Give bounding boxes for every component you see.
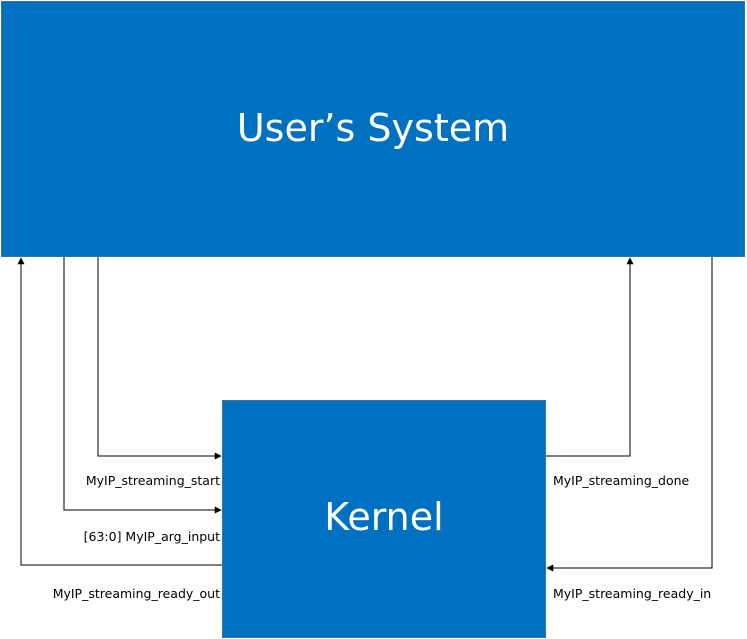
- users-system-label: User’s System: [236, 105, 510, 150]
- signal-label-streaming-done: MyIP_streaming_done: [553, 473, 690, 488]
- users-system-block: User’s System: [1, 1, 745, 257]
- wire-streaming-done: [546, 257, 634, 457]
- signal-label-streaming-ready-out: MyIP_streaming_ready_out: [52, 586, 220, 601]
- signal-label-streaming-ready-in: MyIP_streaming_ready_in: [553, 586, 712, 601]
- kernel-block: Kernel: [222, 400, 546, 638]
- wire-streaming-ready-out: [17, 257, 222, 566]
- wire-streaming-ready-in: [546, 257, 713, 572]
- signal-label-streaming-start: MyIP_streaming_start: [85, 473, 220, 488]
- signal-label-arg-input: [63:0] MyIP_arg_input: [83, 529, 220, 544]
- wire-arg-input: [63, 257, 222, 514]
- kernel-label: Kernel: [324, 495, 444, 539]
- wire-streaming-start: [97, 257, 222, 460]
